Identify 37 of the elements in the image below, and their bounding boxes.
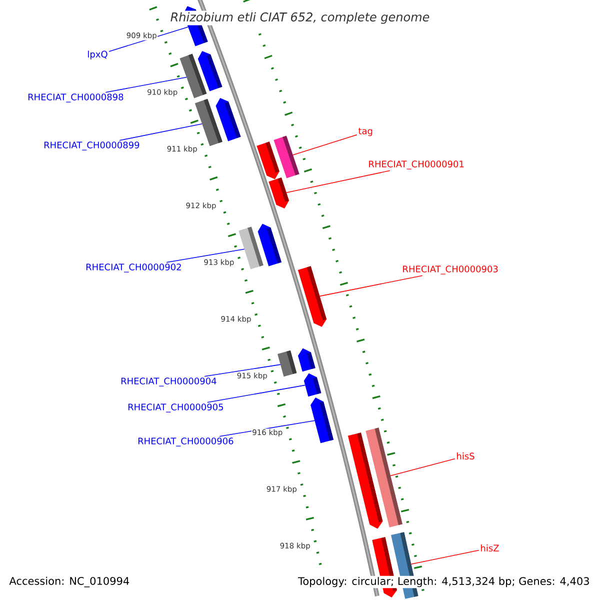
leader-line (204, 364, 281, 377)
feature-bar (180, 54, 207, 98)
gene-block (310, 398, 334, 444)
gene-label: RHECIAT_CH0000899 (44, 142, 140, 150)
leader-line (390, 458, 456, 476)
gene-block (304, 373, 322, 397)
accession-text: Accession: NC_010994 (8, 576, 131, 588)
leader-line (410, 550, 480, 565)
leader-line (292, 134, 358, 156)
gene-block (348, 432, 383, 529)
gene-block (298, 348, 316, 372)
title: Rhizobium etli CIAT 652, complete genome (168, 10, 432, 26)
gene-label: tag (358, 128, 372, 136)
gene-label: lpxQ (88, 50, 108, 60)
leader-line (119, 123, 202, 141)
feature-bar (194, 98, 222, 146)
gene-label: RHECIAT_CH0000906 (138, 438, 234, 446)
gene-block (298, 266, 327, 327)
gene-label: hisS (457, 452, 474, 460)
leader-line (286, 170, 390, 193)
leader-line (166, 248, 245, 263)
gene-label: hisZ (481, 544, 499, 552)
gene-label: RHECIAT_CH0000901 (369, 160, 464, 170)
gene-label: RHECIAT_CH0000902 (86, 264, 181, 272)
leader-line (319, 275, 423, 297)
topology-text: Topology: circular; Length: 4,513,324 bp; Genes: 4,403 (297, 576, 591, 588)
gene-label: RHECIAT_CH0000898 (28, 94, 124, 102)
leader-line (207, 384, 306, 403)
gene-block (268, 177, 289, 208)
feature-bar (238, 226, 264, 270)
gene-block (256, 142, 280, 180)
gene-label: RHECIAT_CH0000903 (403, 266, 498, 274)
leader-line (105, 76, 187, 93)
feature-bar (278, 350, 297, 377)
gene-label: RHECIAT_CH0000904 (121, 378, 216, 386)
gene-label: RHECIAT_CH0000905 (128, 404, 223, 412)
gene-block (258, 224, 282, 266)
